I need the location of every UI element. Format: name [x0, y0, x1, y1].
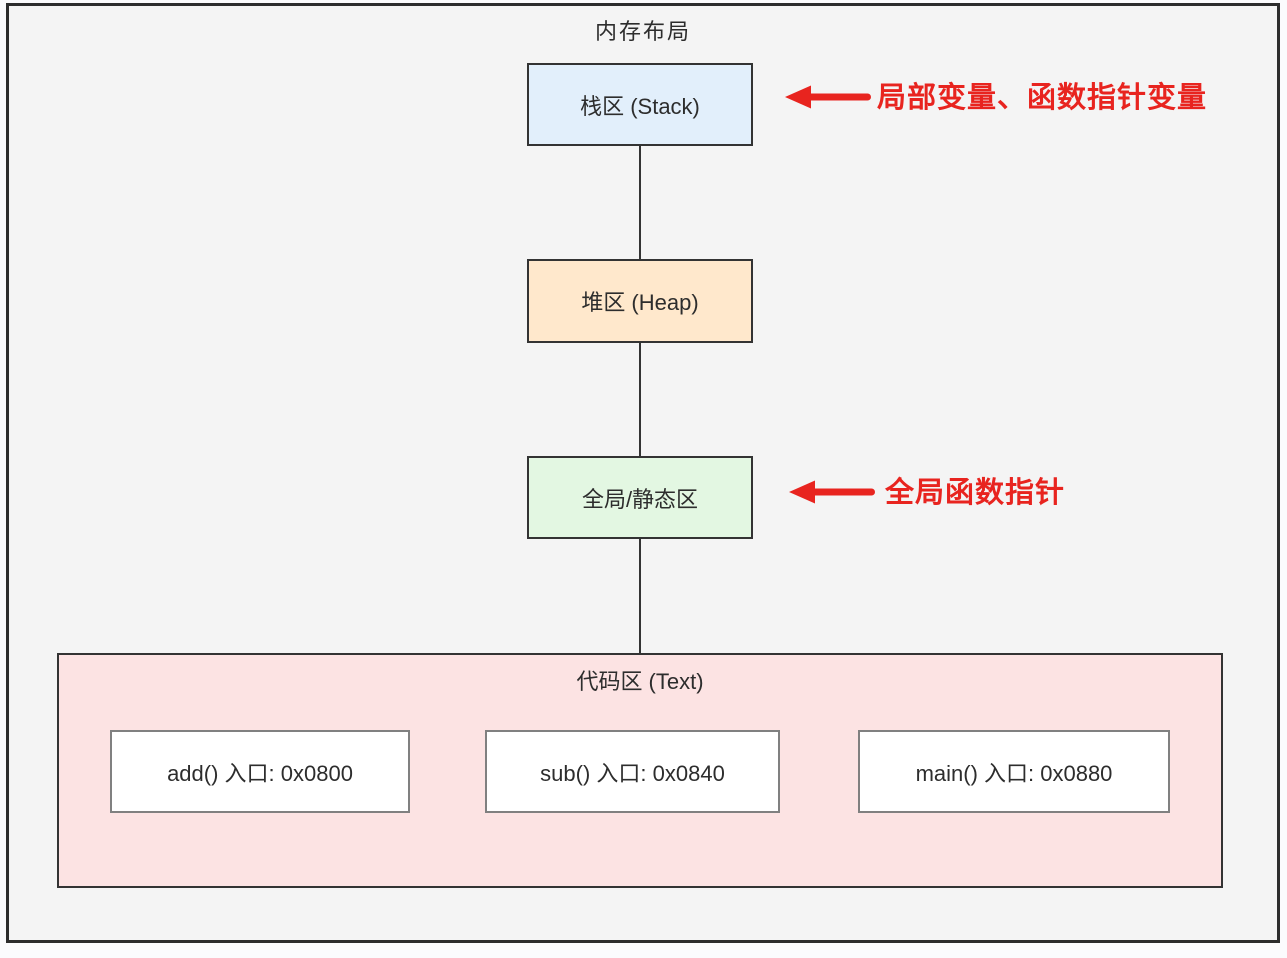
- connector-stack-heap: [639, 146, 641, 259]
- diagram-title: 内存布局: [594, 19, 691, 44]
- node-stack: 栈区 (Stack): [527, 63, 753, 146]
- left-arrow-icon: [789, 480, 875, 504]
- fn-entry-sub: sub() 入口: 0x0840: [485, 730, 780, 813]
- annotation-global-fn-pointer: 全局函数指针: [885, 475, 1066, 509]
- left-arrow-icon: [785, 85, 871, 109]
- annotation-stack-pointers: 局部变量、函数指针变量: [877, 80, 1208, 114]
- fn-entry-add-label: add() 入口: 0x0800: [167, 760, 353, 786]
- node-code-area-label: 代码区 (Text): [576, 669, 704, 694]
- node-stack-label: 栈区 (Stack): [580, 93, 700, 119]
- fn-entry-main: main() 入口: 0x0880: [858, 730, 1170, 813]
- fn-entry-add: add() 入口: 0x0800: [110, 730, 410, 813]
- node-heap-label: 堆区 (Heap): [581, 290, 699, 315]
- connector-global-code: [639, 539, 641, 653]
- node-global-static-label: 全局/静态区: [581, 486, 699, 512]
- fn-entry-main-label: main() 入口: 0x0880: [915, 760, 1113, 786]
- outer-frame: 内存布局 栈区 (Stack) 堆区 (Heap) 全局/静态区 代码区 (Te…: [6, 3, 1280, 943]
- fn-entry-sub-label: sub() 入口: 0x0840: [540, 760, 725, 786]
- connector-heap-global: [639, 343, 641, 456]
- node-global-static: 全局/静态区: [527, 456, 753, 539]
- node-heap: 堆区 (Heap): [527, 259, 753, 343]
- node-code-area: 代码区 (Text) add() 入口: 0x0800 sub() 入口: 0x…: [57, 653, 1223, 888]
